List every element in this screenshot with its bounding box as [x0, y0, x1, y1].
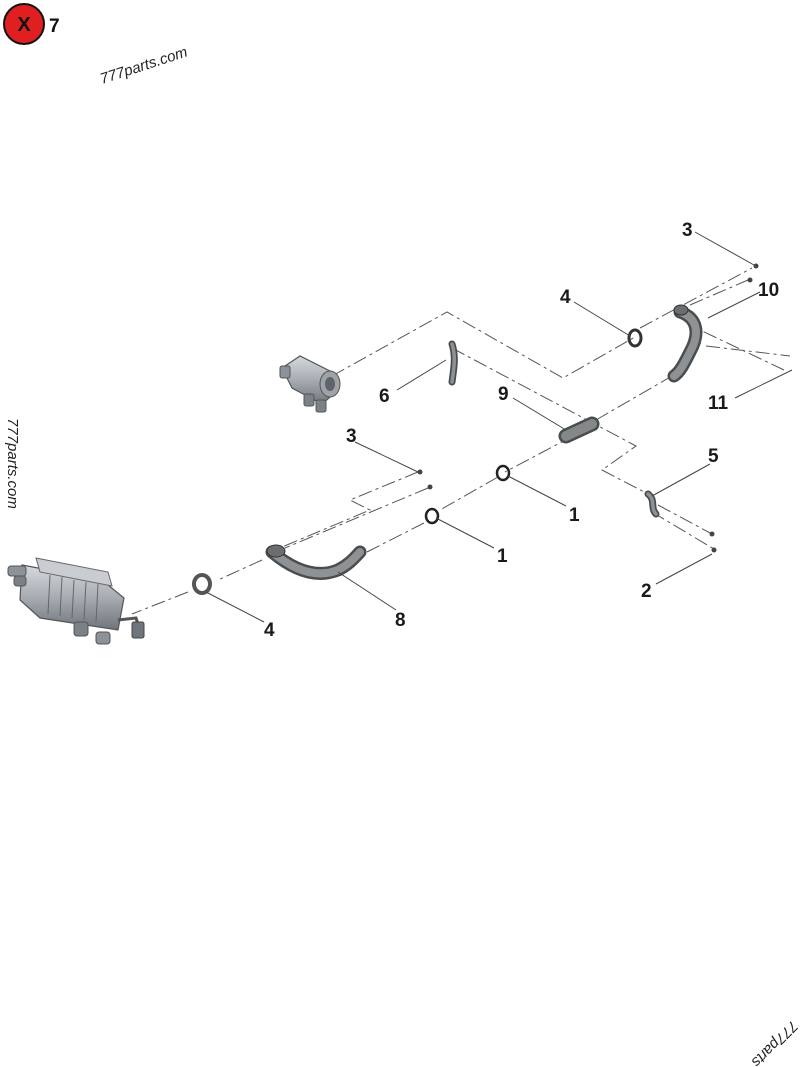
- badge-circle: [3, 3, 45, 45]
- callout-5: 5: [708, 446, 719, 467]
- hose-part-6: [448, 340, 458, 386]
- egr-valve-housing-part: [279, 355, 341, 413]
- callout-labels: 3 10 4 11 6 9 3 5 1 1 2 8 4: [264, 220, 779, 641]
- bolts: [417, 263, 759, 553]
- callout-3-upper: 3: [682, 220, 693, 241]
- watermark-top: 777parts.com: [98, 44, 190, 88]
- hose-part-10: [667, 304, 703, 383]
- badge-letter: X: [17, 14, 31, 36]
- callout-1-lower: 1: [497, 546, 508, 567]
- clamp-part-4-lower: [192, 573, 212, 595]
- callout-2: 2: [641, 581, 652, 602]
- clamp-part-4-upper: [627, 328, 643, 348]
- watermark-bottom: 777parts: [748, 1017, 800, 1067]
- clamp-part-1-upper: [495, 464, 511, 482]
- callout-8: 8: [395, 610, 406, 631]
- watermark-left: 777parts.com: [4, 418, 21, 509]
- group-number: 7: [49, 16, 60, 37]
- callout-1-upper: 1: [569, 505, 580, 526]
- group-badge: X: [3, 3, 45, 45]
- leader-lines: [205, 231, 793, 623]
- callout-4-lower: 4: [264, 620, 275, 641]
- hose-part-9: [558, 416, 600, 444]
- egr-cooler-part: [7, 557, 145, 645]
- callout-11: 11: [708, 393, 729, 414]
- clamp-part-1-lower: [424, 507, 440, 525]
- hose-part-5: [644, 490, 660, 518]
- callout-6: 6: [379, 386, 390, 407]
- callout-10: 10: [758, 280, 779, 301]
- assembly-guide-lines: [131, 267, 791, 615]
- hose-part-8: [265, 544, 367, 580]
- callout-3-lower: 3: [346, 426, 357, 447]
- callout-4-upper: 4: [560, 287, 571, 308]
- callout-9: 9: [498, 384, 509, 405]
